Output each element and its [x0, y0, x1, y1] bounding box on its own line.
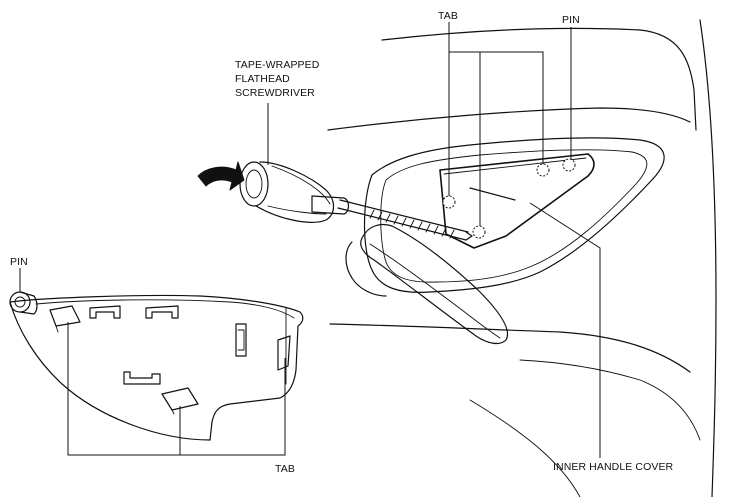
tab-clip-lower: [472, 225, 486, 239]
handle-recess: [345, 137, 665, 345]
labels: TAPE-WRAPPED FLATHEAD SCREWDRIVER TAB PI…: [10, 10, 674, 475]
inner-handle-cover-installed: [439, 153, 595, 249]
label-inner-handle-cover: INNER HANDLE COVER: [553, 461, 674, 473]
label-tab-top: TAB: [438, 10, 458, 22]
tab-clip-left: [442, 195, 456, 209]
pull-direction-arrow: [197, 161, 245, 191]
label-tab-bottom: TAB: [275, 463, 295, 475]
tab-clip-a: [49, 305, 81, 327]
tab-clip-right: [536, 163, 550, 177]
door-panel: [327, 19, 717, 497]
label-pin-left: PIN: [10, 256, 28, 268]
inner-handle-cover-detail: [9, 291, 304, 441]
leader-lines: [19, 22, 601, 458]
label-pin-top: PIN: [562, 14, 580, 26]
screwdriver: [239, 161, 473, 241]
tab-clip-b: [161, 387, 199, 411]
pin-clip: [562, 158, 576, 172]
label-screwdriver-line3: SCREWDRIVER: [235, 87, 315, 99]
label-screwdriver-line1: TAPE-WRAPPED: [235, 59, 320, 71]
label-screwdriver-line2: FLATHEAD: [235, 73, 290, 85]
